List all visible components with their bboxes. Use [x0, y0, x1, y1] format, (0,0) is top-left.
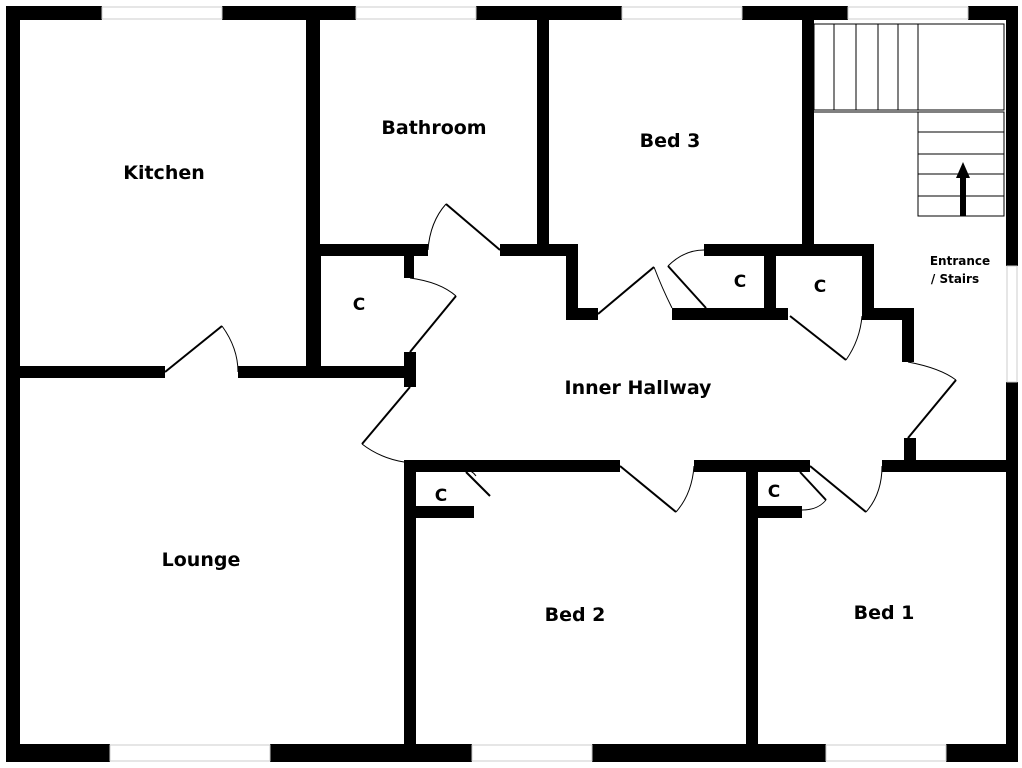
interior-walls — [20, 20, 1006, 746]
cupboard-label-3: C — [814, 277, 826, 297]
cupboard-label-4: C — [435, 486, 447, 506]
room-label-bed-2: Bed 2 — [545, 604, 606, 626]
room-label-bed-1: Bed 1 — [854, 602, 915, 624]
room-label-bathroom: Bathroom — [381, 117, 486, 139]
room-label-inner-hallway: Inner Hallway — [565, 377, 713, 399]
room-label-entrance: Entrance — [930, 254, 990, 268]
doors — [164, 203, 957, 513]
windows — [101, 6, 1018, 762]
stairs — [813, 23, 1005, 217]
room-label-bed-3: Bed 3 — [640, 130, 701, 152]
room-label-stairs: / Stairs — [931, 272, 979, 286]
stairs-arrow-icon — [956, 162, 970, 216]
cupboard-label-5: C — [768, 482, 780, 502]
room-label-kitchen: Kitchen — [123, 162, 205, 184]
room-label-lounge: Lounge — [162, 549, 241, 571]
cupboard-label-2: C — [734, 272, 746, 292]
outer-walls — [6, 6, 1018, 762]
cupboard-label-1: C — [353, 295, 365, 315]
